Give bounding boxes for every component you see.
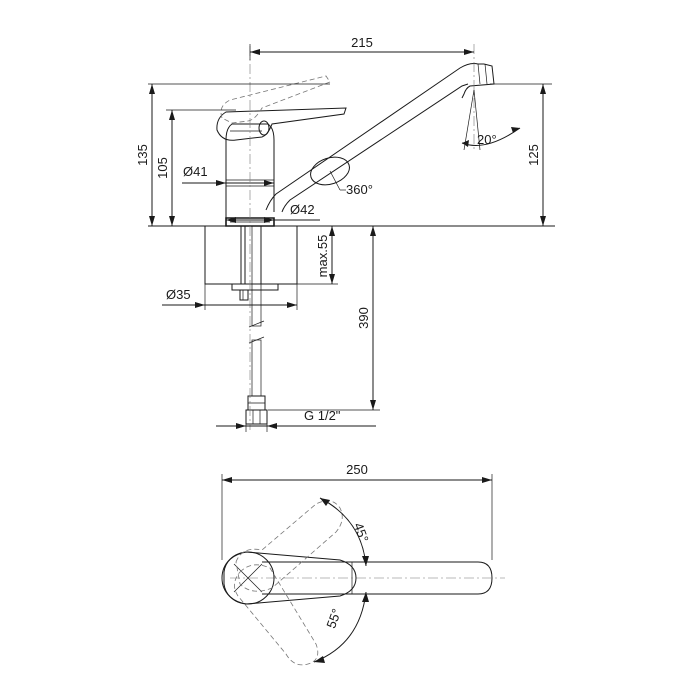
dim-390: 390 [268, 226, 380, 411]
dim-125: 125 [490, 83, 552, 226]
dim-spray-angle-label: 20° [477, 132, 497, 147]
swivel-marker [310, 156, 350, 186]
handle-top-rotated-down [234, 564, 319, 666]
dim-135-label: 135 [135, 144, 150, 166]
dim-250-label: 250 [346, 462, 368, 477]
dim-105: 105 [155, 109, 236, 226]
dim-215-label: 215 [351, 35, 373, 50]
dim-125-label: 125 [526, 144, 541, 166]
dim-handle-angle-down-label: 55° [323, 607, 344, 631]
dim-105-label: 105 [155, 157, 170, 179]
mounting-nut [231, 283, 279, 301]
dim-max55-label: max.55 [315, 235, 330, 278]
dim-d41: Ø41 [182, 164, 274, 186]
threaded-stud [240, 226, 246, 284]
countertop-section [204, 225, 298, 285]
side-view: 215 135 105 125 [135, 35, 555, 432]
dim-d42: Ø42 [226, 202, 320, 223]
dim-250: 250 [221, 462, 493, 560]
dim-d42-label: Ø42 [290, 202, 315, 217]
handle-top [223, 551, 357, 605]
dim-max55: max.55 [297, 226, 338, 285]
dim-thread-label: G 1/2" [304, 408, 341, 423]
dim-swivel-label: 360° [346, 182, 373, 197]
mixer-handle-lifted [220, 75, 331, 124]
dim-390-label: 390 [356, 307, 371, 329]
top-view: 45° 55° 250 [221, 462, 505, 666]
dim-handle-angle-up-label: 45° [351, 521, 372, 545]
braided-hose [248, 225, 265, 397]
dim-135: 135 [135, 83, 330, 226]
handle-top-rotated-up [235, 500, 343, 592]
dim-d35: Ø35 [162, 284, 298, 310]
dim-thread: G 1/2" [216, 408, 376, 432]
spout [265, 63, 495, 213]
dim-d41-label: Ø41 [183, 164, 208, 179]
dim-swivel: 360° [340, 182, 373, 197]
hose-connector [245, 395, 268, 425]
mixer-handle [216, 107, 347, 141]
dim-d35-label: Ø35 [166, 287, 191, 302]
dim-215: 215 [249, 35, 474, 60]
